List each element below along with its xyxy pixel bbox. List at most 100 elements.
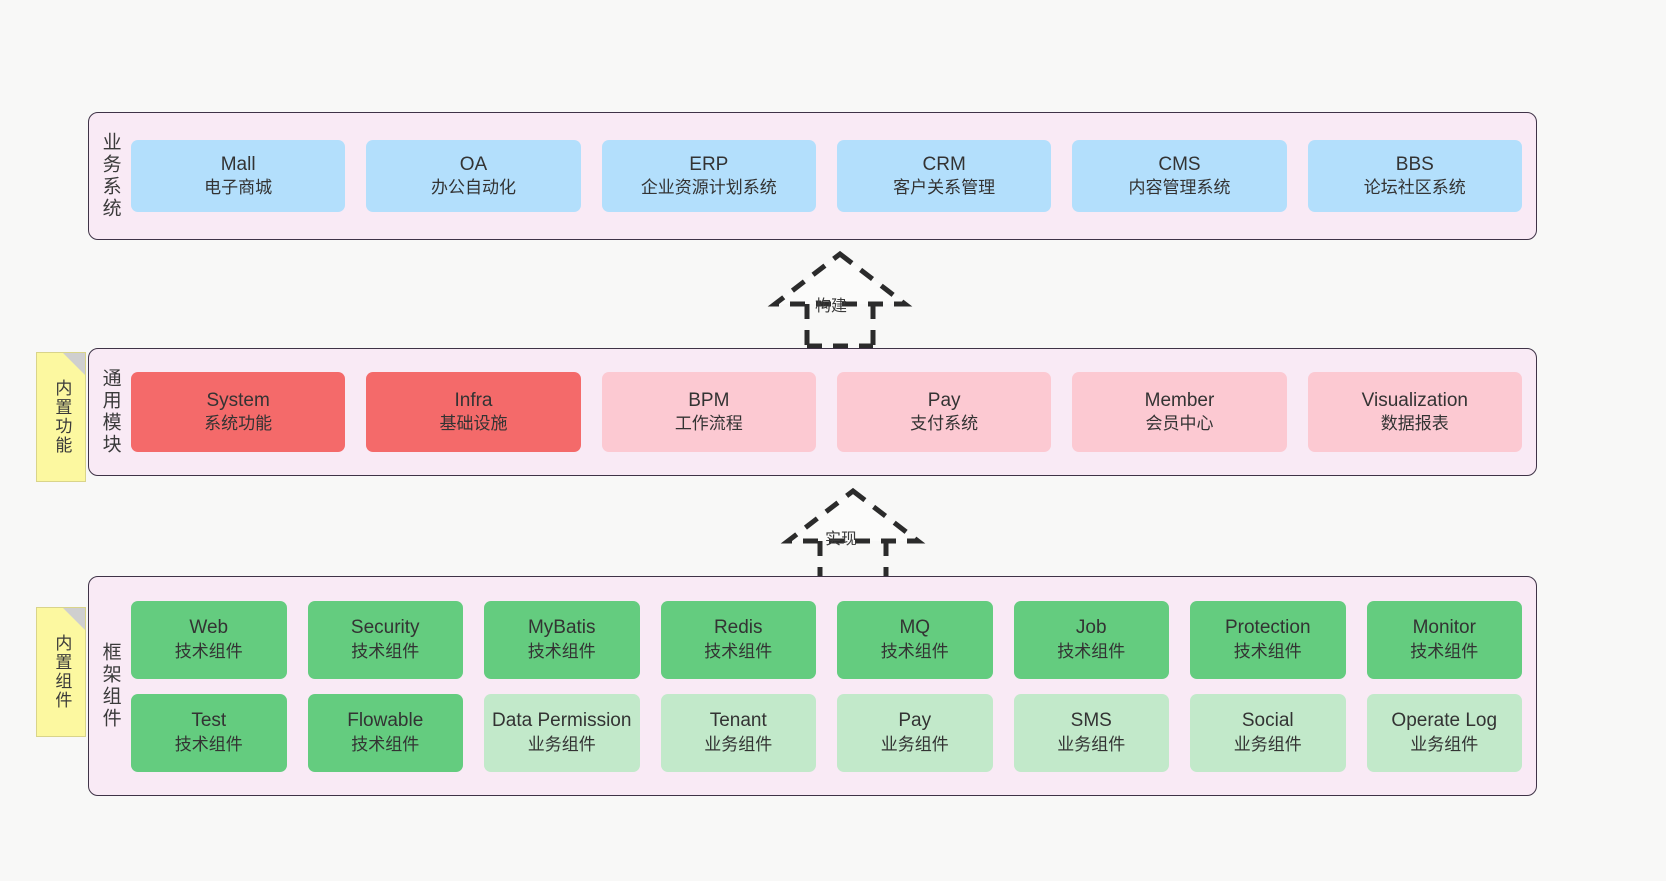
node-system-cn: 系统功能 <box>204 414 273 434</box>
node-mall-en: Mall <box>220 153 256 175</box>
node-bbs-cn: 论坛社区系统 <box>1363 178 1466 198</box>
node-bpm[interactable]: BPM 工作流程 <box>601 372 816 452</box>
node-bbs-en: BBS <box>1395 153 1434 175</box>
node-oa-en: OA <box>459 153 488 175</box>
layer-business-system: 业务系统 Mall 电子商城 OA 办公自动化 ERP 企业资源计划系统 CRM… <box>88 112 1537 240</box>
node-social[interactable]: Social 业务组件 <box>1190 693 1346 772</box>
layer-module-title: 通用模块 <box>99 368 121 456</box>
layer-business-body: Mall 电子商城 OA 办公自动化 ERP 企业资源计划系统 CRM 客户关系… <box>131 113 1536 239</box>
node-job-en: Job <box>1075 617 1107 639</box>
node-protection[interactable]: Protection 技术组件 <box>1190 600 1346 679</box>
node-pay-module[interactable]: Pay 支付系统 <box>836 372 1052 452</box>
node-pay-component-en: Pay <box>898 710 932 732</box>
node-system-en: System <box>206 389 270 411</box>
node-cms-cn: 内容管理系统 <box>1128 178 1231 198</box>
node-monitor-en: Monitor <box>1412 617 1476 639</box>
node-tenant-cn: 业务组件 <box>704 734 773 754</box>
node-mybatis-cn: 技术组件 <box>527 641 596 661</box>
sticky-note-builtin-component: 内置组件 <box>36 607 86 737</box>
node-security-cn: 技术组件 <box>351 641 420 661</box>
sticky-builtin-function-label: 内置功能 <box>52 379 72 455</box>
node-bbs[interactable]: BBS 论坛社区系统 <box>1307 140 1522 212</box>
sticky-fold-icon <box>63 353 85 375</box>
connector-implement-label: 实现 <box>825 531 858 548</box>
node-protection-cn: 技术组件 <box>1233 641 1302 661</box>
node-infra-en: Infra <box>454 389 493 411</box>
node-crm-en: CRM <box>922 153 966 175</box>
framework-business-row: Test 技术组件 Flowable 技术组件 Data Permission … <box>131 693 1522 772</box>
node-mall-cn: 电子商城 <box>204 178 273 198</box>
node-security-en: Security <box>350 617 420 639</box>
node-sms-cn: 业务组件 <box>1057 734 1126 754</box>
node-flowable[interactable]: Flowable 技术组件 <box>307 693 463 772</box>
node-visualization-cn: 数据报表 <box>1380 414 1449 434</box>
node-flowable-cn: 技术组件 <box>351 734 420 754</box>
node-oa[interactable]: OA 办公自动化 <box>366 140 581 212</box>
layer-framework-component: 框架组件 Web 技术组件 Security 技术组件 MyBatis 技术组件… <box>88 576 1537 796</box>
node-member-en: Member <box>1144 389 1215 411</box>
node-crm-cn: 客户关系管理 <box>893 178 996 198</box>
node-redis-en: Redis <box>713 617 763 639</box>
node-cms[interactable]: CMS 内容管理系统 <box>1072 140 1287 212</box>
layer-common-module: 通用模块 System 系统功能 Infra 基础设施 BPM 工作流程 Pay… <box>88 348 1537 476</box>
node-redis-cn: 技术组件 <box>704 641 773 661</box>
node-test-cn: 技术组件 <box>174 734 243 754</box>
node-visualization-en: Visualization <box>1361 389 1468 411</box>
node-mq-en: MQ <box>899 617 931 639</box>
node-erp[interactable]: ERP 企业资源计划系统 <box>601 140 816 212</box>
node-redis[interactable]: Redis 技术组件 <box>660 600 816 679</box>
node-monitor[interactable]: Monitor 技术组件 <box>1366 600 1522 679</box>
sticky-builtin-component-label: 内置组件 <box>52 634 72 710</box>
node-tenant[interactable]: Tenant 业务组件 <box>660 693 816 772</box>
node-security[interactable]: Security 技术组件 <box>307 600 463 679</box>
node-social-cn: 业务组件 <box>1233 734 1302 754</box>
node-web[interactable]: Web 技术组件 <box>131 600 287 679</box>
node-operate-log-cn: 业务组件 <box>1410 734 1479 754</box>
layer-business-title: 业务系统 <box>99 132 121 220</box>
node-visualization[interactable]: Visualization 数据报表 <box>1307 372 1522 452</box>
node-bpm-en: BPM <box>688 389 730 411</box>
node-web-cn: 技术组件 <box>174 641 243 661</box>
node-social-en: Social <box>1241 710 1294 732</box>
node-mybatis[interactable]: MyBatis 技术组件 <box>484 600 640 679</box>
node-job[interactable]: Job 技术组件 <box>1013 600 1169 679</box>
node-mall[interactable]: Mall 电子商城 <box>131 140 346 212</box>
node-protection-en: Protection <box>1224 617 1311 639</box>
node-member-cn: 会员中心 <box>1145 414 1214 434</box>
node-flowable-en: Flowable <box>347 710 424 732</box>
business-node-row: Mall 电子商城 OA 办公自动化 ERP 企业资源计划系统 CRM 客户关系… <box>131 140 1522 212</box>
node-mq-cn: 技术组件 <box>880 641 949 661</box>
node-pay-component-cn: 业务组件 <box>880 734 949 754</box>
node-tenant-en: Tenant <box>709 710 767 732</box>
node-data-permission[interactable]: Data Permission 业务组件 <box>484 693 640 772</box>
node-erp-cn: 企业资源计划系统 <box>640 178 777 198</box>
node-oa-cn: 办公自动化 <box>430 178 516 198</box>
connector-build-arrow <box>755 248 925 348</box>
node-operate-log[interactable]: Operate Log 业务组件 <box>1366 693 1522 772</box>
node-cms-en: CMS <box>1158 153 1201 175</box>
connector-build-label: 构建 <box>815 298 848 315</box>
node-system[interactable]: System 系统功能 <box>131 372 346 452</box>
layer-module-body: System 系统功能 Infra 基础设施 BPM 工作流程 Pay 支付系统… <box>131 349 1536 475</box>
node-data-permission-cn: 业务组件 <box>527 734 596 754</box>
node-mybatis-en: MyBatis <box>527 617 596 639</box>
node-erp-en: ERP <box>689 153 729 175</box>
node-data-permission-en: Data Permission <box>492 710 632 732</box>
layer-framework-title: 框架组件 <box>99 642 121 730</box>
node-web-en: Web <box>189 617 229 639</box>
sticky-fold-icon <box>63 608 85 630</box>
sticky-note-builtin-function: 内置功能 <box>36 352 86 482</box>
node-infra-cn: 基础设施 <box>439 414 508 434</box>
node-infra[interactable]: Infra 基础设施 <box>366 372 581 452</box>
node-sms[interactable]: SMS 业务组件 <box>1013 693 1169 772</box>
node-monitor-cn: 技术组件 <box>1410 641 1479 661</box>
module-node-row: System 系统功能 Infra 基础设施 BPM 工作流程 Pay 支付系统… <box>131 372 1522 452</box>
node-mq[interactable]: MQ 技术组件 <box>837 600 993 679</box>
node-test[interactable]: Test 技术组件 <box>131 693 287 772</box>
node-member[interactable]: Member 会员中心 <box>1072 372 1287 452</box>
node-test-en: Test <box>191 710 227 732</box>
node-crm[interactable]: CRM 客户关系管理 <box>836 140 1052 212</box>
node-pay-component[interactable]: Pay 业务组件 <box>837 693 993 772</box>
node-operate-log-en: Operate Log <box>1391 710 1498 732</box>
node-pay-module-en: Pay <box>927 389 961 411</box>
